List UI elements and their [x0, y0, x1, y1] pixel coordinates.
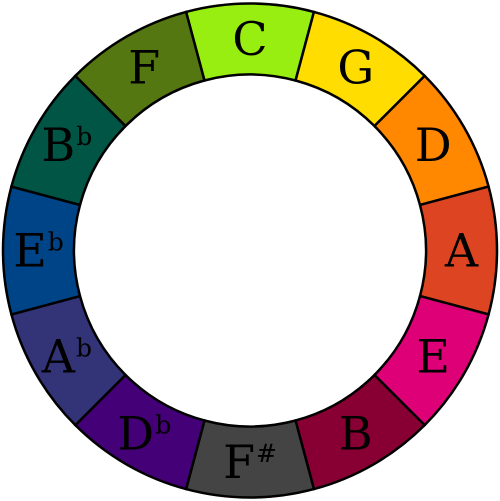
note-letter: B: [41, 118, 75, 172]
note-letter: D: [117, 407, 154, 461]
label-d: D: [415, 118, 452, 172]
label-c: C: [232, 12, 267, 66]
note-letter: B: [339, 407, 373, 461]
note-letter: A: [41, 329, 76, 383]
accidental-symbol: b: [48, 228, 64, 257]
accidental-symbol: b: [76, 333, 92, 362]
note-letter: G: [337, 40, 374, 94]
label-g: G: [337, 40, 374, 94]
note-letter: F: [223, 435, 255, 489]
segment-f: [73, 10, 206, 128]
label-e-flat: Eb: [13, 224, 64, 278]
label-f-sharp: F#: [223, 435, 277, 489]
label-a-flat: Ab: [41, 329, 92, 383]
note-letter: C: [232, 12, 267, 66]
label-f: F: [128, 40, 160, 94]
note-letter: D: [415, 118, 452, 172]
note-letter: E: [13, 224, 47, 278]
note-letter: E: [416, 329, 450, 383]
note-letter: A: [444, 224, 479, 278]
label-b: B: [339, 407, 373, 461]
accidental-symbol: b: [155, 411, 171, 440]
accidental-symbol: #: [256, 439, 277, 468]
note-letter: F: [128, 40, 160, 94]
accidental-symbol: b: [76, 122, 92, 151]
label-a: A: [444, 224, 479, 278]
label-e: E: [416, 329, 450, 383]
label-d-flat: Db: [117, 407, 171, 461]
label-b-flat: Bb: [41, 118, 92, 172]
